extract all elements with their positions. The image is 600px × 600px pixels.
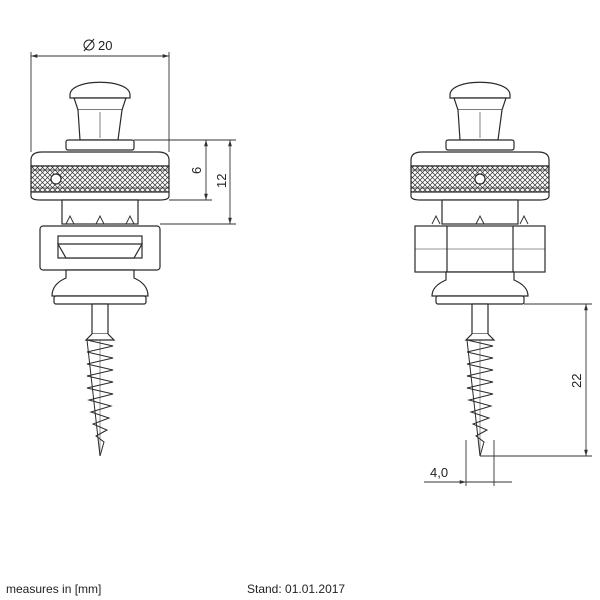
dim-label-diameter: 20 xyxy=(98,38,112,53)
dim-label-screw-diameter: 4,0 xyxy=(430,465,448,480)
diameter-symbol xyxy=(83,39,95,51)
lower-flange xyxy=(431,271,529,297)
indicator-dot xyxy=(474,173,486,185)
top-disc xyxy=(410,151,550,167)
date-stamp: Stand: 01.01.2017 xyxy=(247,582,346,596)
indicator-dot xyxy=(50,173,62,185)
dim-diameter: 20 xyxy=(83,38,112,53)
dim-label-ring-height: 6 xyxy=(189,167,204,174)
cap-plate xyxy=(445,139,515,151)
dim-label-screw-length: 22 xyxy=(569,374,584,388)
button-dome xyxy=(69,81,131,99)
lower-flange xyxy=(51,269,149,297)
clip-spring xyxy=(56,243,144,259)
bottom-disc xyxy=(410,191,550,201)
body-teeth xyxy=(431,214,529,225)
dimension-lines xyxy=(30,52,592,486)
body-teeth xyxy=(65,214,135,225)
strap-lock-side-view-left xyxy=(30,81,170,457)
flange-base xyxy=(435,295,525,305)
button-neck xyxy=(453,97,507,111)
flange-base xyxy=(53,295,147,305)
body-collar xyxy=(61,199,139,225)
button-neck xyxy=(73,97,127,111)
cap-plate xyxy=(65,139,135,151)
dim-label-head-height: 12 xyxy=(214,174,229,188)
units-note: measures in [mm] xyxy=(6,582,102,596)
button-dome xyxy=(449,81,511,99)
screw-left xyxy=(84,303,116,457)
screw-right xyxy=(464,303,496,457)
body-collar xyxy=(441,199,519,225)
bottom-disc xyxy=(30,191,170,201)
strap-lock-side-view-right xyxy=(410,81,550,457)
top-disc xyxy=(30,151,170,167)
